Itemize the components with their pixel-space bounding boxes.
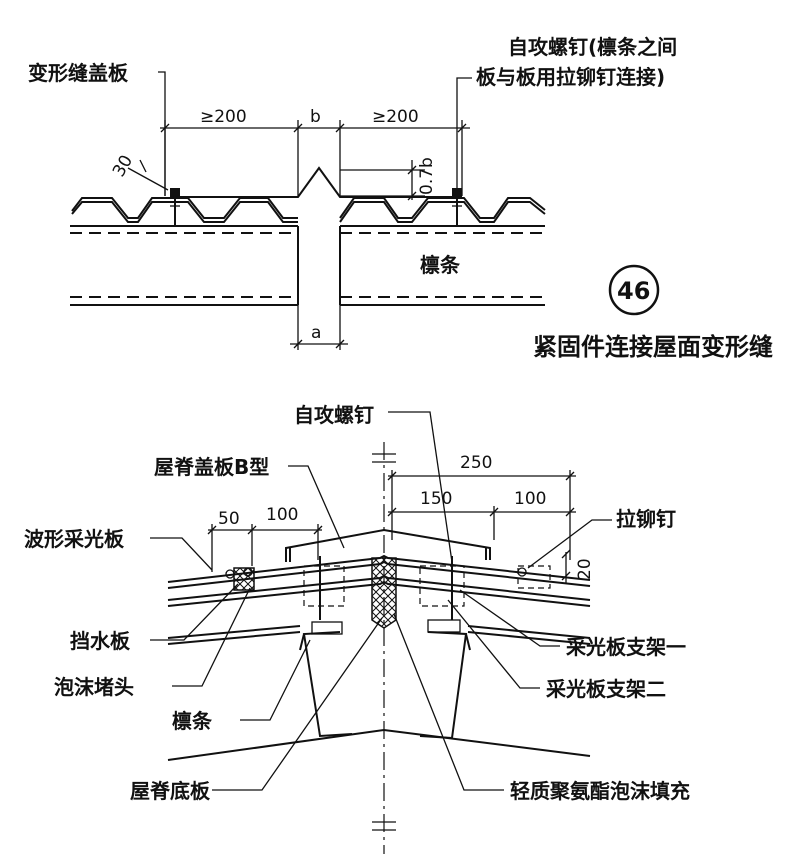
support-1-label: 采光板支架一 [566, 635, 686, 659]
foam-fill-label: 轻质聚氨酯泡沫填充 [510, 779, 690, 803]
rivet [243, 567, 253, 577]
cover-plate-label: 变形缝盖板 [28, 61, 129, 85]
purlin-label-bottom: 檩条 [172, 709, 213, 733]
screw [452, 188, 462, 226]
dim-50-label: 50 [218, 509, 240, 529]
detail-number-circle [608, 264, 660, 316]
dim-100-left-label: 100 [266, 505, 298, 525]
corrugated-panel-label: 波形采光板 [24, 527, 125, 551]
support-bracket [311, 621, 343, 635]
dim-07b-label: 0.7b [417, 157, 437, 195]
screw-label-line1: 自攻螺钉(檩条之间 [508, 35, 677, 59]
dim-b-label: b [310, 107, 321, 127]
dim-right-label: ≥200 [372, 107, 419, 127]
ridge-cover-plate [285, 528, 491, 562]
dim-30-label: 30 [109, 152, 137, 181]
screw-label: 自攻螺钉 [294, 403, 374, 427]
leader-line [158, 71, 166, 196]
dim-100-right-label: 100 [514, 489, 546, 509]
purlin-label: 檩条 [420, 253, 461, 277]
foam-filler [371, 557, 397, 629]
dim-a-label: a [311, 323, 321, 343]
dim-150-label: 150 [420, 489, 452, 509]
dimension-line [127, 159, 169, 191]
screw [170, 188, 180, 226]
leader-line [150, 411, 612, 791]
rivet [225, 569, 235, 579]
dim-left-label: ≥200 [200, 107, 247, 127]
leader-line [456, 77, 472, 188]
ridge-base-label: 屋脊底板 [130, 779, 211, 803]
purlin-right [419, 631, 468, 740]
dimension-line [387, 470, 576, 560]
support-bracket [427, 619, 461, 633]
dim-250-label: 250 [460, 453, 492, 473]
dim-20-label: 20 [575, 558, 595, 580]
foam-plug-label: 泡沫堵头 [54, 675, 134, 699]
screw-label-line2: 板与板用拉铆钉连接) [476, 65, 665, 89]
water-stop-label: 挡水板 [70, 629, 131, 653]
dimension-line [207, 524, 323, 572]
expansion-joint-cover-plate [170, 166, 462, 198]
detail-title: 紧固件连接屋面变形缝 [533, 333, 773, 361]
dimension-line [340, 160, 425, 201]
detail-number: 46 [617, 277, 650, 305]
support-bracket-outline [303, 565, 345, 607]
rivet-label: 拉铆钉 [616, 507, 676, 531]
ridge-base-plate [167, 728, 591, 761]
dimension-line [290, 339, 348, 349]
support-bracket-outline [419, 565, 465, 607]
purlin-beam [70, 225, 545, 350]
water-stop [233, 567, 255, 591]
support-bracket-outline [517, 565, 551, 589]
dimension-line [561, 549, 571, 584]
purlin-left [302, 631, 353, 738]
rivet [517, 567, 527, 577]
ridge-cover-label: 屋脊盖板B型 [154, 455, 269, 479]
roof-panel [71, 197, 546, 223]
top-detail: ≥200 b ≥200 0.7b 30 a 变形缝盖板 自攻螺钉 [28, 35, 773, 361]
bottom-detail: 250 150 100 50 100 20 [24, 403, 690, 854]
support-2-label: 采光板支架二 [546, 677, 666, 701]
